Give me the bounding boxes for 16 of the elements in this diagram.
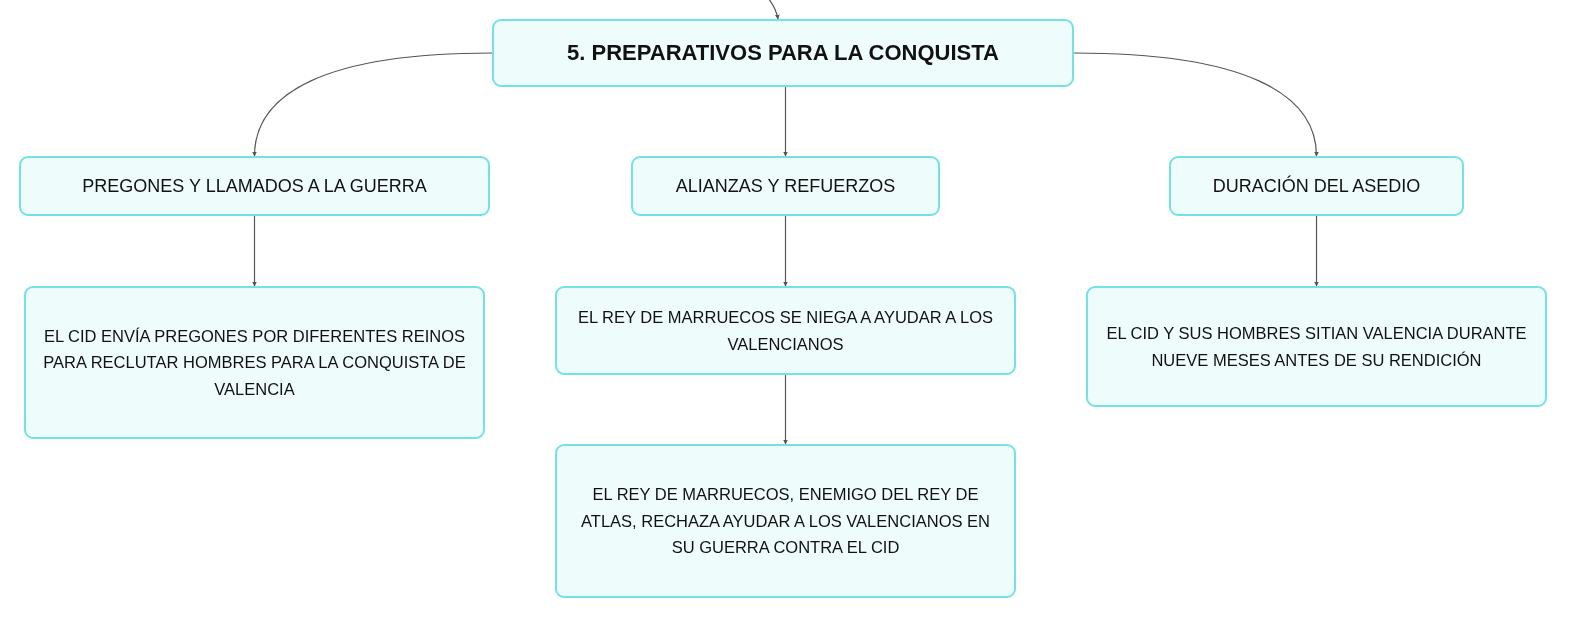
connector-arrow xyxy=(1314,215,1319,287)
connector-arrow xyxy=(252,215,257,287)
detail-box: EL CID Y SUS HOMBRES SITIAN VALENCIA DURANTE NUEVE MESES ANTES DE SU RENDICIÓN xyxy=(1086,286,1547,407)
topic-box: ALIANZAS Y REFUERZOS xyxy=(631,156,940,216)
connector-arrow xyxy=(252,52,493,157)
connector-arrow xyxy=(783,215,788,287)
title-box: 5. PREPARATIVOS PARA LA CONQUISTA xyxy=(492,19,1074,87)
connector-arrow xyxy=(783,374,788,445)
connector-arrow xyxy=(783,86,788,157)
detail-box: EL CID ENVÍA PREGONES POR DIFERENTES REINOS PARA RECLUTAR HOMBRES PARA LA CONQUISTA DE VALENCIA xyxy=(24,286,485,439)
detail-box: EL REY DE MARRUECOS SE NIEGA A AYUDAR A LOS VALENCIANOS xyxy=(555,286,1016,375)
topic-box: DURACIÓN DEL ASEDIO xyxy=(1169,156,1464,216)
detail-box: EL REY DE MARRUECOS, ENEMIGO DEL REY DE ATLAS, RECHAZA AYUDAR A LOS VALENCIANOS EN SU GUERRA CONTRA EL CID xyxy=(555,444,1016,598)
topic-box: PREGONES Y LLAMADOS A LA GUERRA xyxy=(19,156,490,216)
connector-arrow xyxy=(1073,52,1319,157)
connector-arrow xyxy=(767,0,780,20)
